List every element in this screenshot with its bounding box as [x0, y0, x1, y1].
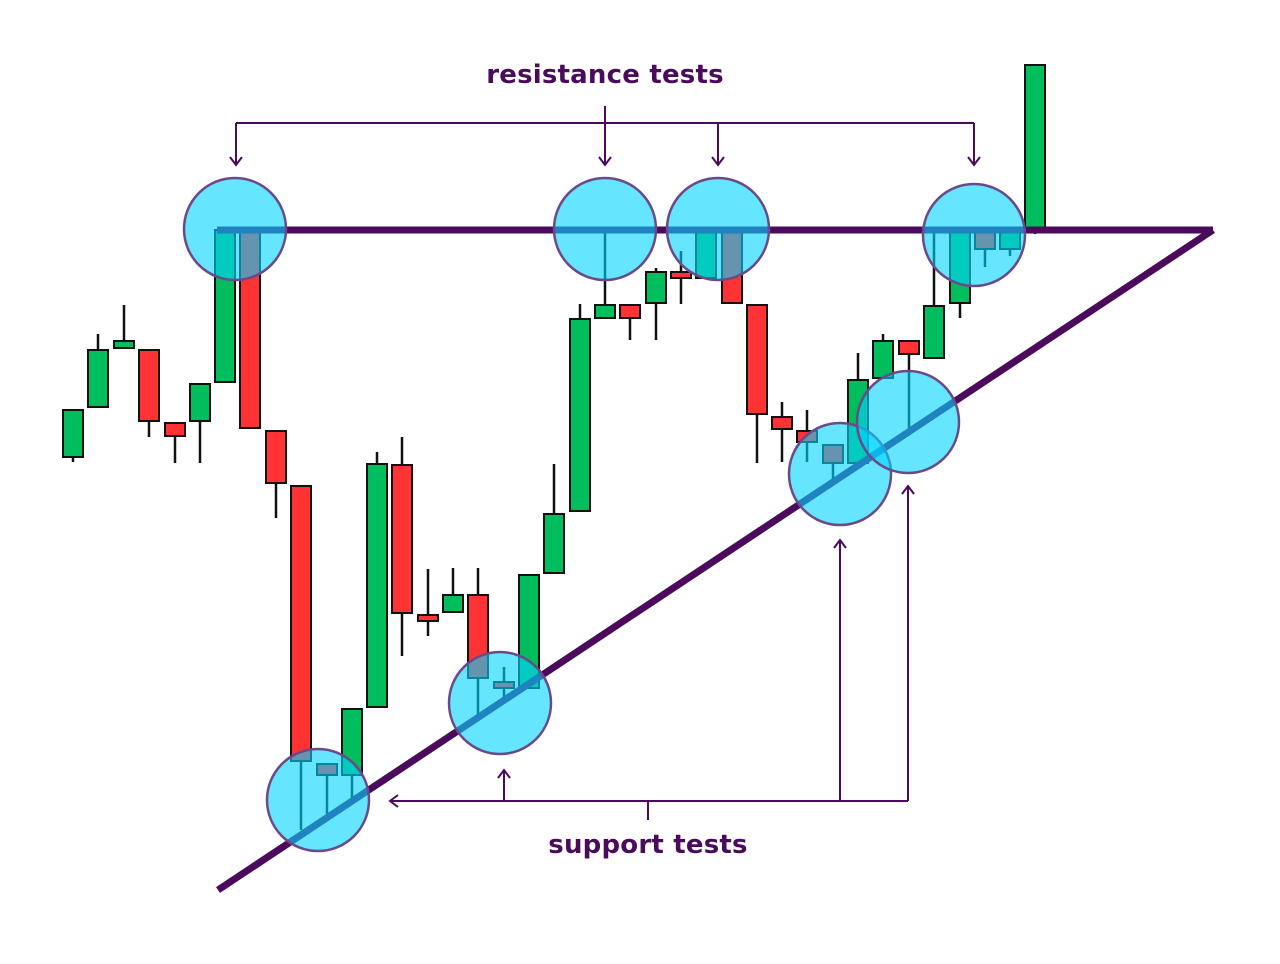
up-arrow-icon	[833, 538, 847, 801]
candle-body	[619, 304, 641, 319]
candle-body	[898, 340, 920, 355]
candle-body	[1024, 64, 1046, 229]
resistance-bracket	[236, 106, 974, 124]
up-arrow-icon	[901, 484, 915, 801]
bullish-candle	[189, 383, 211, 463]
bullish-candle	[62, 409, 84, 462]
resistance-test-circle	[552, 176, 658, 282]
candle-body	[645, 271, 667, 304]
bearish-candle	[265, 430, 287, 518]
candle-body	[594, 304, 616, 319]
candle-body	[391, 464, 413, 614]
bullish-candle	[366, 452, 388, 708]
down-arrow-icon	[229, 123, 243, 167]
bullish-candle	[645, 268, 667, 340]
candle-body	[290, 485, 312, 762]
bullish-candle	[543, 464, 565, 574]
candle-body	[189, 383, 211, 422]
support-line	[216, 227, 1215, 893]
candle-body	[543, 513, 565, 574]
candle-body	[87, 349, 109, 408]
candle-body	[113, 340, 135, 349]
bearish-candle	[417, 569, 439, 636]
candle-body	[923, 305, 945, 359]
support-tests-label: support tests	[548, 830, 748, 860]
resistance-tests-label: resistance tests	[486, 60, 724, 90]
bullish-candle	[872, 334, 894, 379]
bearish-candle	[771, 402, 793, 462]
up-arrow-icon	[497, 768, 511, 801]
bullish-candle	[569, 304, 591, 512]
bullish-candle	[87, 334, 109, 408]
resistance-test-circle	[182, 176, 288, 282]
candle-body	[569, 318, 591, 512]
down-arrow-icon	[967, 123, 981, 167]
candle-body	[164, 422, 186, 437]
bearish-candle	[391, 437, 413, 656]
bullish-candle	[1024, 64, 1046, 234]
bearish-candle	[138, 349, 160, 437]
support-test-circle	[265, 747, 371, 853]
candle-body	[62, 409, 84, 458]
down-arrow-icon	[711, 123, 725, 167]
bearish-candle	[746, 304, 768, 463]
down-arrow-icon	[598, 123, 612, 167]
left-arrow-icon	[388, 794, 399, 808]
resistance-test-circle	[665, 176, 771, 282]
resistance-test-circle	[921, 182, 1027, 288]
support-test-circle	[447, 650, 553, 756]
test-highlights	[182, 176, 1027, 853]
annotation-arrows	[229, 106, 981, 820]
candle-body	[138, 349, 160, 422]
candle-body	[442, 594, 464, 613]
bullish-candle	[442, 568, 464, 613]
candle-body	[872, 340, 894, 379]
bearish-candle	[619, 304, 641, 340]
support-test-circle	[855, 369, 961, 475]
candle-body	[670, 271, 692, 279]
bearish-candle	[164, 422, 186, 463]
candle-body	[417, 614, 439, 622]
candle-body	[366, 463, 388, 708]
support-bracket	[390, 800, 908, 820]
candle-body	[771, 416, 793, 430]
bullish-candle	[113, 305, 135, 349]
candle-body	[746, 304, 768, 415]
candle-body	[265, 430, 287, 484]
